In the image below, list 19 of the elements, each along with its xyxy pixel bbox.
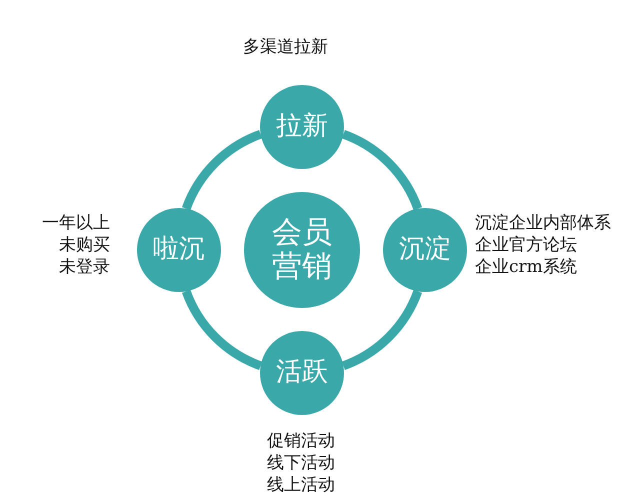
node-label: 沉淀 bbox=[398, 235, 452, 265]
side-note: 沉淀企业内部体系 bbox=[475, 212, 611, 234]
side-note: 多渠道拉新 bbox=[243, 36, 328, 58]
node-label: 会员营销 bbox=[271, 216, 333, 284]
node-label: 拉新 bbox=[275, 112, 329, 142]
side-note: 未登录 bbox=[59, 256, 110, 278]
side-note: 线下活动 bbox=[267, 452, 335, 474]
ring-connector bbox=[182, 130, 262, 210]
node-label: 啦沉 bbox=[152, 235, 206, 265]
ring-connector bbox=[182, 290, 262, 370]
ring-connector bbox=[342, 290, 422, 370]
side-note: 企业官方论坛 bbox=[475, 234, 577, 256]
side-note: 企业crm系统 bbox=[475, 256, 577, 278]
side-note: 促销活动 bbox=[267, 430, 335, 452]
side-note: 未购买 bbox=[59, 234, 110, 256]
node-label: 活跃 bbox=[275, 358, 329, 388]
side-note: 一年以上 bbox=[42, 212, 110, 234]
ring-connector bbox=[342, 130, 422, 210]
side-note: 线上活动 bbox=[267, 474, 335, 496]
